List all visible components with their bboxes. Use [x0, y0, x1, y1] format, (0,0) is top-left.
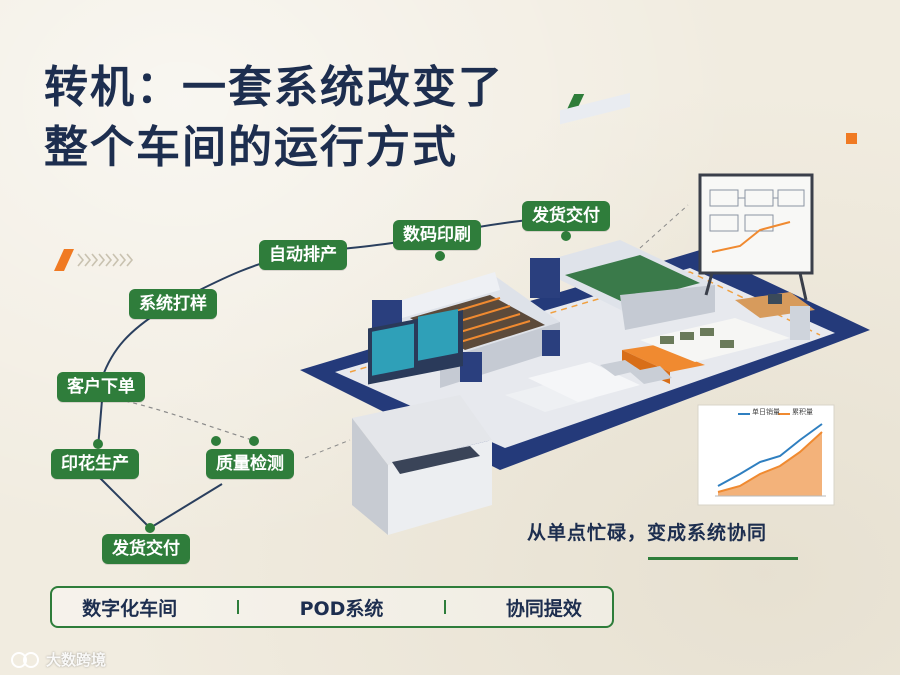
step-digital-print: 数码印刷: [393, 220, 481, 250]
process-whiteboard: [698, 173, 814, 301]
office-desk: [735, 292, 815, 340]
keyword-digital-workshop: 数字化车间: [82, 597, 178, 620]
chevron-arrows-decoration: [54, 249, 134, 271]
step-quality-check: 质量检测: [206, 449, 294, 479]
title-line-1: 转机：一套系统改变了: [44, 62, 504, 113]
step-print-produce: 印花生产: [51, 449, 139, 479]
orange-square-decoration: [846, 133, 857, 144]
step-auto-schedule: 自动排产: [259, 240, 347, 270]
orange-workbench: [622, 345, 705, 372]
step-ship-top: 发货交付: [522, 201, 610, 231]
keyword-efficiency: 协同提效: [505, 597, 582, 620]
chart-legend-1: 单日销量: [752, 408, 780, 416]
slogan-text: 从单点忙碌，变成系统协同: [527, 522, 768, 544]
watermark: 大数跨境: [10, 649, 106, 670]
control-console: [352, 308, 492, 535]
trend-chart-card: [697, 404, 835, 506]
watermark-logo-icon: [11, 651, 39, 668]
keyword-divider: [237, 600, 240, 614]
title-line-2: 整个车间的运行方式: [44, 122, 458, 173]
step-ship-bottom: 发货交付: [102, 534, 190, 564]
slogan-underline: [648, 557, 798, 560]
step-system-typeset: 系统打样: [129, 289, 217, 319]
keyword-divider: [443, 600, 446, 614]
keyword-pod-system: POD系统: [299, 597, 384, 620]
page-title: 转机：一套系统改变了 整个车间的运行方式: [44, 58, 504, 178]
step-customer-order: 客户下单: [57, 372, 145, 402]
chart-legend-2: 累积量: [792, 408, 813, 416]
watermark-text: 大数跨境: [46, 651, 107, 669]
printer-back: [530, 92, 715, 330]
bottom-keyword-bar: 数字化车间 POD系统 协同提效: [50, 586, 614, 628]
